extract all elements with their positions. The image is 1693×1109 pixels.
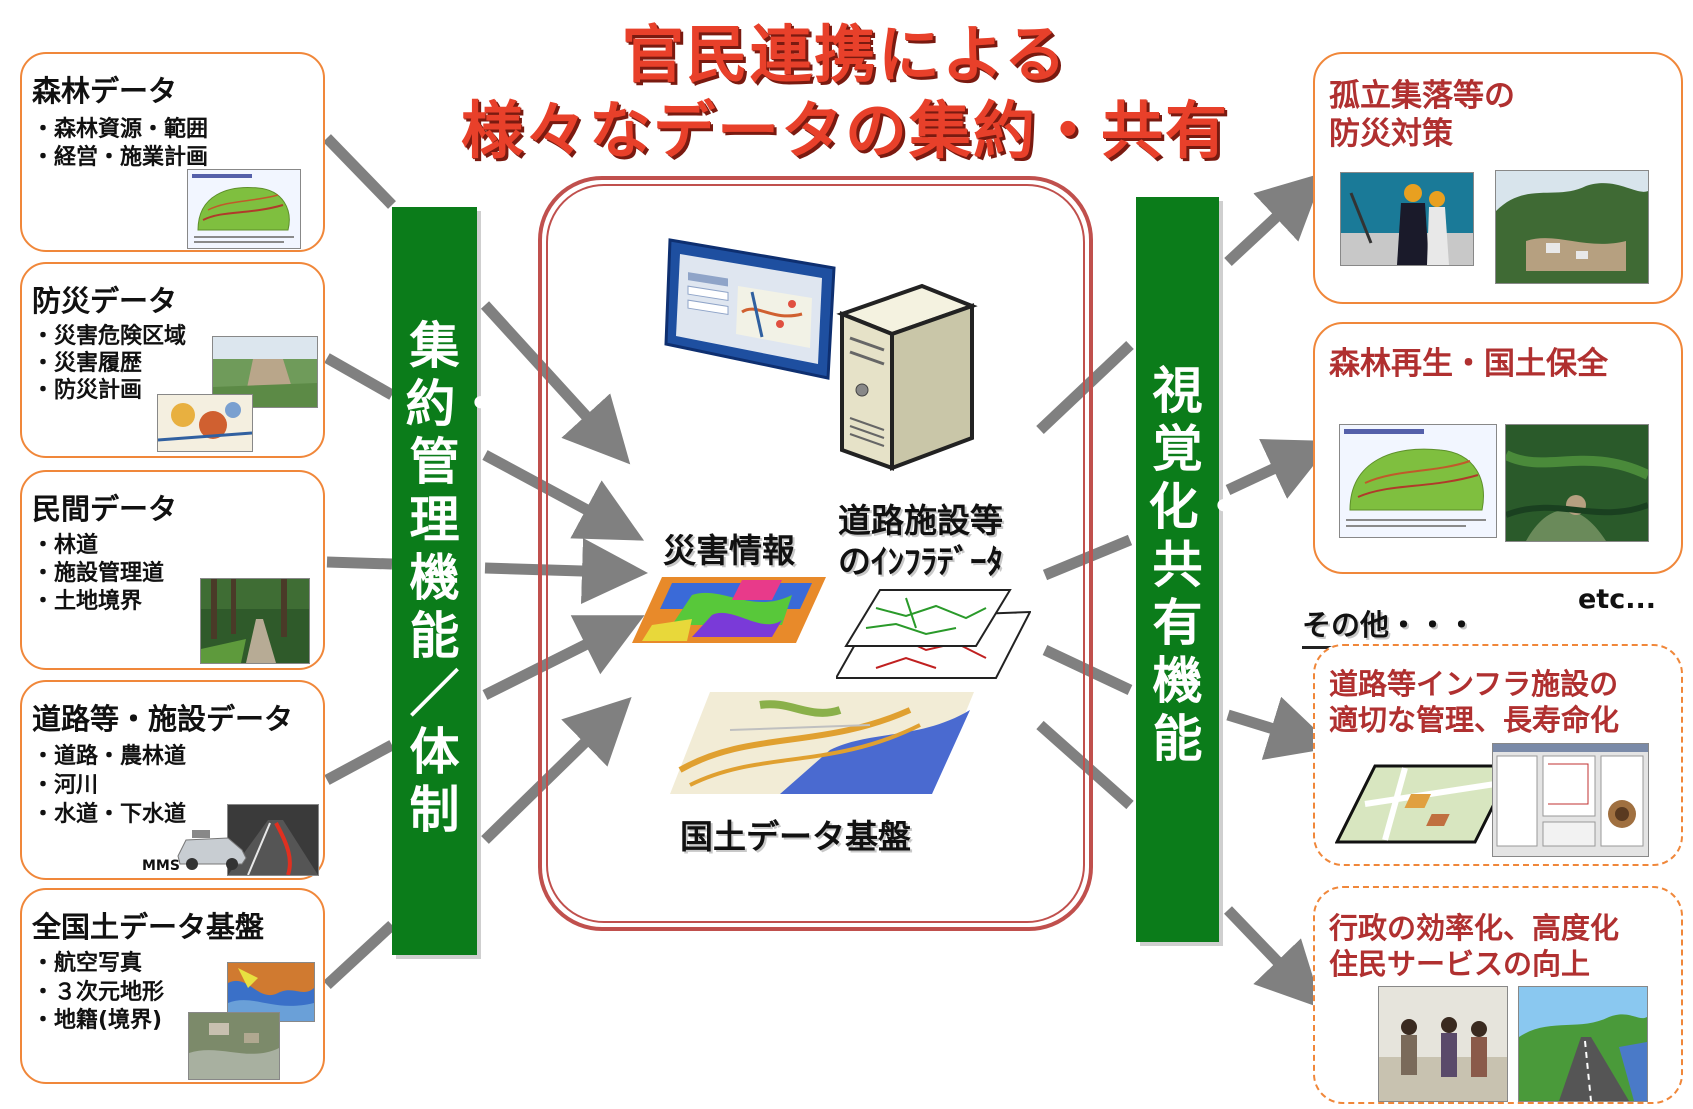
connector-center-right-4 xyxy=(1036,720,1134,810)
connector-road xyxy=(324,740,395,785)
source-title: 民間データ xyxy=(32,492,178,526)
connector-disaster xyxy=(324,353,395,400)
terrain-3d-image xyxy=(227,962,315,1022)
source-item: ・災害危険区域 xyxy=(32,324,187,349)
aggregation-bar-text: 集約・管理機能／体制 xyxy=(392,317,506,839)
disaster-map-image xyxy=(632,577,826,643)
workers-photo xyxy=(1340,172,1474,266)
other-label: その他・・・ xyxy=(1302,602,1477,649)
arrow-to-output-2 xyxy=(1225,439,1333,499)
visualization-bar: 視覚化・共有機能 xyxy=(1136,197,1249,942)
connector-forest xyxy=(323,134,396,209)
forest-road-photo xyxy=(200,578,310,664)
source-title: 道路等・施設データ xyxy=(32,702,294,736)
output-text-line1: 道路等インフラ施設の xyxy=(1329,667,1619,701)
title-line-2: 様々なデータの集約・共有 xyxy=(460,94,1229,167)
arrow-to-center-2 xyxy=(482,450,645,541)
source-title: 防災データ xyxy=(32,284,178,318)
forest-plan-image xyxy=(1339,424,1497,538)
aerial-photo xyxy=(188,1012,280,1080)
connector-private xyxy=(326,556,393,570)
national-base-label: 国土データ基盤 xyxy=(680,817,911,856)
base-map-image xyxy=(670,692,974,794)
3d-road-render xyxy=(1518,986,1648,1102)
connector-national xyxy=(323,920,396,990)
connector-center-right-1 xyxy=(1036,341,1134,434)
disaster-info-label: 災害情報 xyxy=(663,531,795,570)
etc-label: etc... xyxy=(1578,584,1656,615)
source-box-national: 全国土データ基盤 ・航空写真 ・３次元地形 ・地籍(境界) xyxy=(20,888,325,1084)
source-item: ・災害履歴 xyxy=(32,351,143,376)
source-item: ・地籍(境界) xyxy=(32,1008,163,1033)
source-item: ・防災計画 xyxy=(32,378,143,403)
source-item: ・航空写真 xyxy=(32,951,143,976)
office-counter-photo xyxy=(1378,986,1508,1102)
mms-label: MMS xyxy=(142,858,180,874)
source-item: ・森林資源・範囲 xyxy=(32,117,209,142)
output-text-line2: 防災対策 xyxy=(1329,116,1453,152)
visualization-bar-label: 視覚化・共有機能 xyxy=(1148,362,1249,768)
forest-map-image xyxy=(187,169,301,249)
center-frame-inner xyxy=(546,184,1085,923)
visualization-bar-text: 視覚化・共有機能 xyxy=(1136,362,1249,768)
output-box-disaster-prevention: 孤立集落等の 防災対策 xyxy=(1313,52,1683,304)
infra-layers-image xyxy=(836,589,1031,679)
title-line-1: 官民連携による xyxy=(621,18,1069,91)
center-frame xyxy=(538,176,1093,931)
management-software-screenshot xyxy=(1492,743,1649,857)
hazard-map-image xyxy=(157,394,253,452)
source-item: ・道路・農林道 xyxy=(32,744,187,769)
output-text-line1: 森林再生・国土保全 xyxy=(1329,346,1608,382)
source-box-forest: 森林データ ・森林資源・範囲 ・経営・施業計画 xyxy=(20,52,325,252)
mms-car-image xyxy=(177,830,247,870)
source-item: ・土地境界 xyxy=(32,589,143,614)
infra-data-label-1: 道路施設等 xyxy=(838,501,1003,540)
infra-map-image xyxy=(1335,764,1515,844)
connector-center-right-3 xyxy=(1042,645,1133,695)
source-item: ・経営・施業計画 xyxy=(32,145,209,170)
aggregation-bar-label: 集約・管理機能／体制 xyxy=(405,317,506,839)
server-icon xyxy=(836,283,978,471)
source-item: ・林道 xyxy=(32,533,99,558)
arrow-to-output-4 xyxy=(1224,906,1323,1009)
source-item: ・河川 xyxy=(32,773,99,798)
arrow-to-output-3 xyxy=(1226,696,1335,760)
aerial-forest-photo xyxy=(1505,424,1649,542)
output-text-line1: 行政の効率化、高度化 xyxy=(1329,911,1620,945)
connector-center-right-2 xyxy=(1042,534,1133,581)
output-text-line2: 住民サービスの向上 xyxy=(1329,947,1591,981)
infra-data-label-2: のｲﾝﾌﾗﾃﾞｰﾀ xyxy=(838,542,1003,581)
arrow-to-output-1 xyxy=(1224,172,1325,267)
arrow-to-center-4 xyxy=(482,615,645,700)
source-box-road: 道路等・施設データ ・道路・農林道 ・河川 ・水道・下水道 MMS xyxy=(20,680,325,880)
source-box-private: 民間データ ・林道 ・施設管理道 ・土地境界 xyxy=(20,470,325,670)
source-box-disaster: 防災データ ・災害危険区域 ・災害履歴 ・防災計画 xyxy=(20,262,325,458)
source-title: 森林データ xyxy=(32,74,178,108)
monitor-icon xyxy=(664,238,836,380)
source-title: 全国土データ基盤 xyxy=(32,910,265,944)
output-box-administration: 行政の効率化、高度化 住民サービスの向上 xyxy=(1313,886,1683,1104)
output-box-forest-regeneration: 森林再生・国土保全 xyxy=(1313,322,1683,574)
output-box-infra-management: 道路等インフラ施設の 適切な管理、長寿命化 xyxy=(1313,644,1683,866)
village-photo xyxy=(1495,170,1649,284)
source-item: ・施設管理道 xyxy=(32,561,165,586)
source-item: ・３次元地形 xyxy=(32,980,165,1005)
source-item: ・水道・下水道 xyxy=(32,802,187,827)
output-text-line1: 孤立集落等の xyxy=(1329,78,1515,114)
aggregation-bar: 集約・管理機能／体制 xyxy=(392,207,506,955)
arrow-to-center-3 xyxy=(484,538,648,604)
output-text-line2: 適切な管理、長寿命化 xyxy=(1329,703,1620,737)
